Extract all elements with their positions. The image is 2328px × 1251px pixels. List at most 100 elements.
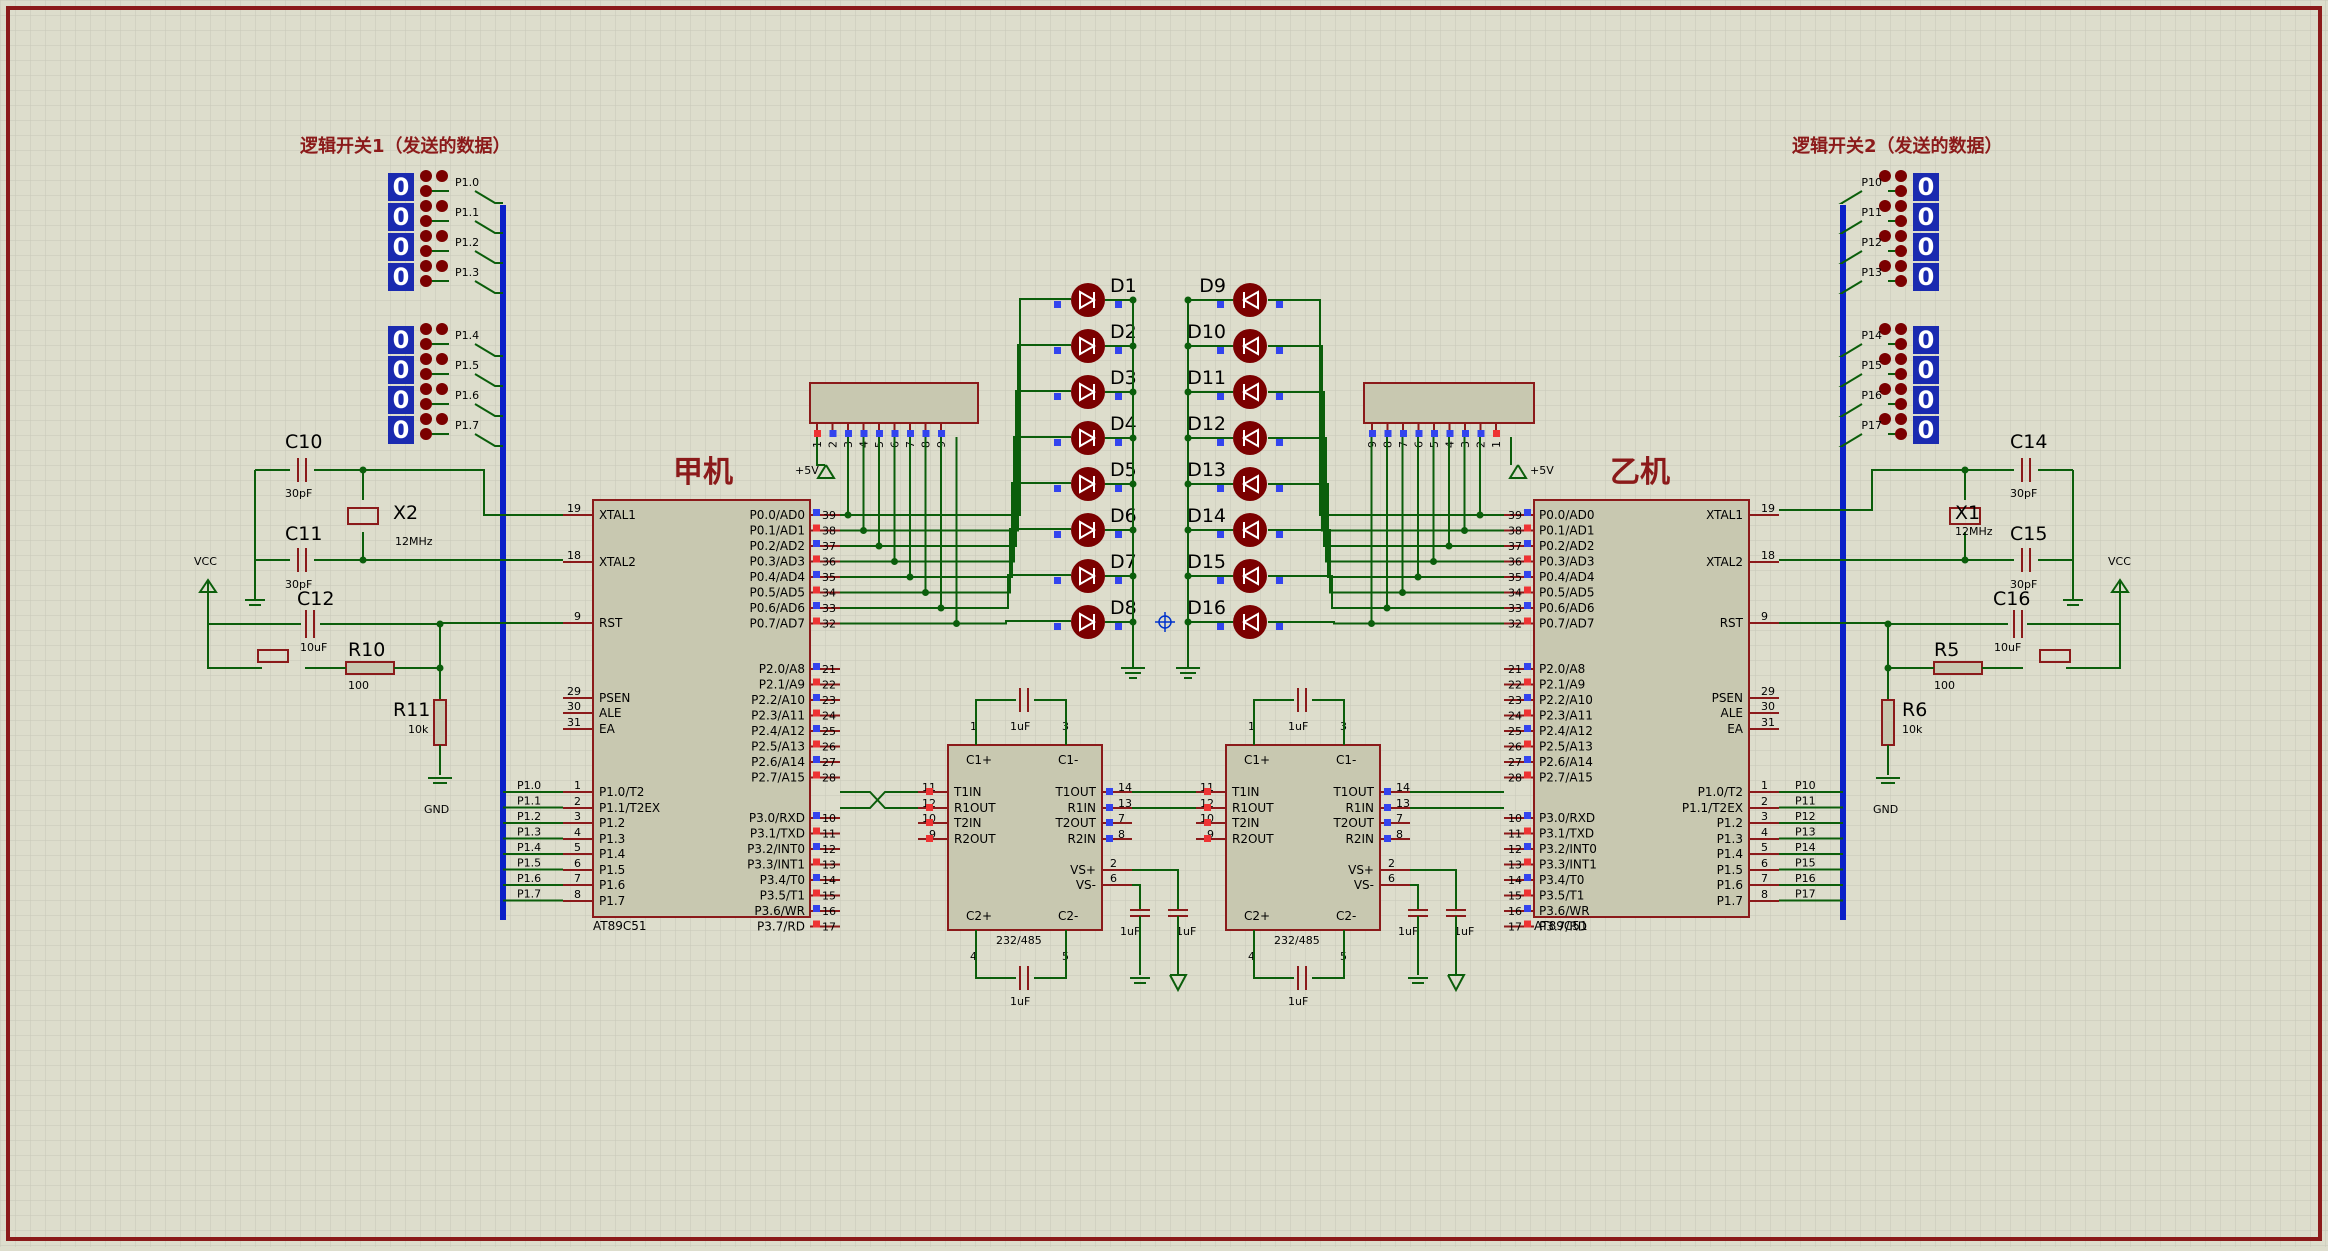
pin-marker: [860, 430, 868, 437]
led-symbol: [1079, 520, 1097, 540]
led-symbol: [1241, 382, 1259, 402]
led-D14[interactable]: [1233, 513, 1267, 547]
mcu-port-number-16: 10: [1508, 812, 1522, 825]
logic-switch-7[interactable]: [388, 416, 414, 444]
mcu-pin-label-4: ALE: [1721, 706, 1743, 720]
p5v-arrow-left: [816, 464, 836, 479]
led-D13[interactable]: [1233, 467, 1267, 501]
logic-switch-6[interactable]: [388, 386, 414, 414]
pin-marker: [1524, 694, 1531, 701]
logic-switch-value-4: 0: [1918, 326, 1935, 354]
mcu-port-label-0: P0.0/AD0: [750, 508, 805, 522]
mcu-pin-number-11: 6: [574, 857, 581, 870]
led-D15[interactable]: [1233, 559, 1267, 593]
logic-switch-1[interactable]: [388, 203, 414, 231]
max232-left[interactable]: [947, 744, 1103, 931]
mcu-port-number-23: 17: [822, 921, 836, 934]
logic-switch-2[interactable]: [388, 233, 414, 261]
switch-contact: [1895, 323, 1907, 335]
r6-right[interactable]: [1881, 699, 1895, 746]
mcu-port-label-22: P3.6/WR: [754, 904, 805, 918]
led-D4[interactable]: [1071, 421, 1105, 455]
led-D5[interactable]: [1071, 467, 1105, 501]
max-vs-1: VS-: [1354, 878, 1374, 892]
max-top-num: 1: [1248, 720, 1255, 733]
resnet-right[interactable]: [1363, 382, 1535, 424]
switch-contact: [436, 353, 448, 365]
switch-contact: [436, 200, 448, 212]
resnet-left[interactable]: [809, 382, 979, 424]
led-D8[interactable]: [1071, 605, 1105, 639]
max232-right[interactable]: [1225, 744, 1381, 931]
switch-contact: [1879, 260, 1891, 272]
switch-contact: [1879, 353, 1891, 365]
pin-marker: [813, 858, 820, 866]
led-D6[interactable]: [1071, 513, 1105, 547]
logic-switch-5[interactable]: [1913, 356, 1939, 384]
logic-switch-3[interactable]: [1913, 263, 1939, 291]
mcu-port-number-6: 33: [1508, 602, 1522, 615]
junction: [1368, 620, 1375, 627]
led-D16[interactable]: [1233, 605, 1267, 639]
led-D2[interactable]: [1071, 329, 1105, 363]
switch-right-title: 逻辑开关2（发送的数据）: [1792, 135, 2003, 157]
logic-switch-3[interactable]: [388, 263, 414, 291]
c15-label: C15: [2010, 523, 2047, 545]
pin-marker: [1524, 905, 1531, 912]
mcu-port-label-16: P3.0/RXD: [1539, 811, 1595, 825]
logic-switch-value-4: 0: [393, 326, 410, 354]
pin-marker: [1524, 889, 1531, 897]
logic-switch-5[interactable]: [388, 356, 414, 384]
max-left-num-3: 9: [1207, 828, 1214, 841]
mcu-pin-number-0: 19: [567, 502, 581, 515]
r5-right[interactable]: [1933, 661, 1983, 675]
logic-switch-6[interactable]: [1913, 386, 1939, 414]
pin-marker: [1384, 804, 1391, 811]
led-D10[interactable]: [1233, 329, 1267, 363]
pin-marker: [813, 555, 820, 563]
reset-button-left[interactable]: [257, 649, 289, 663]
led-symbol: [1241, 612, 1259, 632]
mcu-port-label-13: P2.5/A13: [1539, 740, 1593, 754]
logic-switch-0[interactable]: [1913, 173, 1939, 201]
led-D1[interactable]: [1071, 283, 1105, 317]
led-label-0: D9: [1199, 275, 1226, 297]
r11-left[interactable]: [433, 699, 447, 746]
mcu-left[interactable]: [592, 499, 811, 918]
r10-left[interactable]: [345, 661, 395, 675]
logic-switch-7[interactable]: [1913, 416, 1939, 444]
reset-button-right[interactable]: [2039, 649, 2071, 663]
mcu-right[interactable]: [1533, 499, 1750, 918]
mcu-port-number-5: 34: [1508, 587, 1522, 600]
led-D12[interactable]: [1233, 421, 1267, 455]
led-D9[interactable]: [1233, 283, 1267, 317]
led-D7[interactable]: [1071, 559, 1105, 593]
mcu-port-number-6: 33: [822, 602, 836, 615]
vs-cap: 1uF: [1454, 925, 1474, 938]
crystal-right[interactable]: [1949, 507, 1981, 525]
logic-switch-4[interactable]: [1913, 326, 1939, 354]
logic-switch-value-0: 0: [1918, 173, 1935, 201]
mcu-port-number-19: 13: [822, 859, 836, 872]
mcu-port-label-15: P2.7/A15: [751, 771, 805, 785]
mcu-pin-number-9: 4: [1761, 826, 1768, 839]
switch-bus-wire: [474, 343, 503, 357]
mcu-pin-label-2: RST: [599, 616, 623, 630]
mcu-port-label-3: P0.3/AD3: [750, 555, 805, 569]
mcu-port-number-14: 27: [822, 756, 836, 769]
logic-switch-2[interactable]: [1913, 233, 1939, 261]
logic-switch-value-3: 0: [393, 263, 410, 291]
logic-switch-0[interactable]: [388, 173, 414, 201]
logic-switch-1[interactable]: [1913, 203, 1939, 231]
vs-arrow: [1169, 974, 1188, 993]
mcu-port-label-3: P0.3/AD3: [1539, 555, 1594, 569]
led-label-1: D10: [1187, 321, 1226, 343]
pin-marker: [1276, 485, 1283, 492]
logic-switch-4[interactable]: [388, 326, 414, 354]
led-D11[interactable]: [1233, 375, 1267, 409]
crystal-left[interactable]: [347, 507, 379, 525]
led-D3[interactable]: [1071, 375, 1105, 409]
mcu-pin-number-0: 19: [1761, 502, 1775, 515]
bus-net-label-left-3: P1.3: [517, 826, 541, 839]
